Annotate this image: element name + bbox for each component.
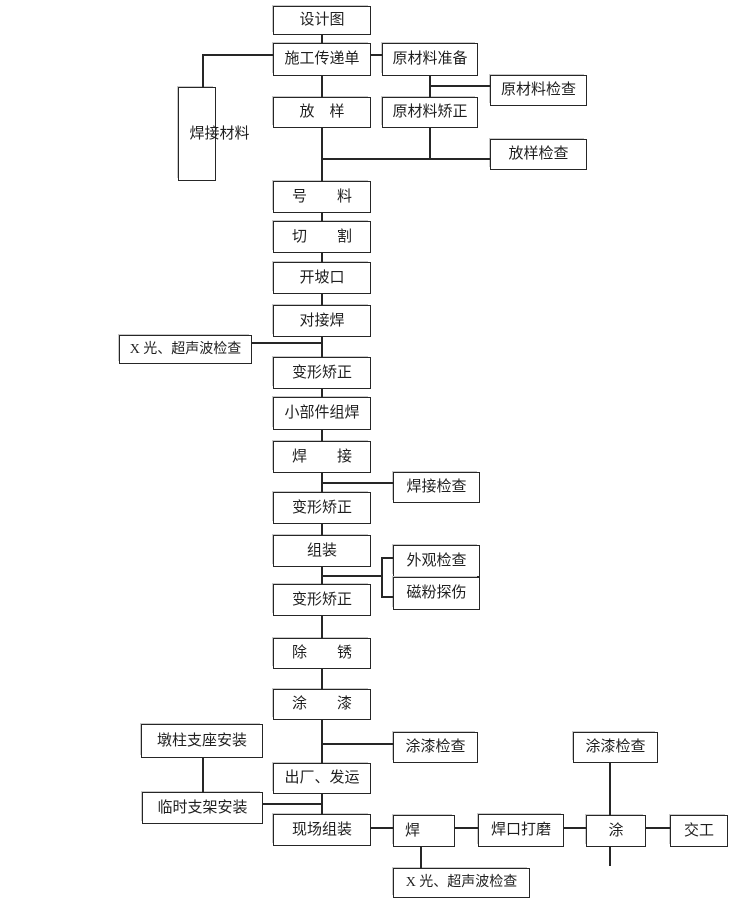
- connector-fieldweld-xray2: [420, 846, 422, 869]
- flow-node-butt-weld: 对接焊: [273, 305, 371, 337]
- flow-node-paint-inspect-2: 涂漆检查: [573, 732, 658, 763]
- connector-tempbracket-branch: [263, 803, 322, 805]
- connector-deform2-assembly: [321, 523, 323, 536]
- flow-node-handover: 交工: [670, 815, 728, 847]
- flow-node-assembly: 组装: [273, 535, 371, 567]
- connector-rawcorrect-join: [429, 127, 431, 160]
- connector-rawjoin-rawinspect: [429, 85, 490, 87]
- flow-node-field-paint: 涂: [586, 815, 646, 847]
- flow-node-shipment: 出厂、发运: [273, 763, 371, 794]
- connector-transfer-lofting: [321, 75, 323, 98]
- connector-rust-painting: [321, 668, 323, 690]
- connector-site-fieldweld: [370, 827, 394, 829]
- connector-marking-cutting: [321, 212, 323, 222]
- flow-node-welding: 焊 接: [273, 441, 371, 473]
- connector-shipment-site: [321, 793, 323, 815]
- connector-bracket-visualinspect: [381, 557, 394, 559]
- connector-smallparts-welding: [321, 429, 323, 442]
- flow-node-small-parts: 小部件组焊: [273, 397, 371, 430]
- flow-node-temp-bracket: 临时支架安装: [142, 792, 263, 824]
- connector-pier-tempbracket: [202, 757, 204, 793]
- flow-node-lofting: 放 样: [273, 97, 371, 128]
- flow-node-site-assembly: 现场组装: [273, 814, 371, 846]
- flow-node-beveling: 开坡口: [273, 262, 371, 294]
- flow-node-paint-inspect-1: 涂漆检查: [393, 732, 478, 763]
- connector-inspect-bracket: [381, 557, 383, 598]
- connector-beveling-buttweld: [321, 293, 323, 306]
- connector-buttweld-deform1: [321, 336, 323, 358]
- flow-node-transfer: 施工传递单: [273, 43, 371, 76]
- flow-node-cutting: 切 割: [273, 221, 371, 253]
- connector-fieldweld-grinding: [454, 827, 479, 829]
- flow-node-visual-inspect: 外观检查: [393, 545, 480, 577]
- flow-node-raw-inspect: 原材料检查: [490, 75, 587, 106]
- connector-painting-shipment: [321, 719, 323, 764]
- flow-node-weld-inspect: 焊接检查: [393, 472, 480, 503]
- connector-deform3-rust: [321, 615, 323, 639]
- flow-node-deform-correct-2: 变形矫正: [273, 492, 371, 524]
- connector-loftjoin-loftinspect: [321, 158, 490, 160]
- connector-transfer-weld-material: [202, 55, 204, 88]
- connector-cutting-beveling: [321, 252, 323, 263]
- flow-node-field-weld: 焊: [393, 815, 455, 847]
- flow-node-raw-prep: 原材料准备: [382, 43, 478, 76]
- connector-weldmaterial-branch: [202, 54, 273, 56]
- flow-node-deform-correct-3: 变形矫正: [273, 584, 371, 616]
- flow-node-lofting-inspect: 放样检查: [490, 139, 587, 170]
- connector-weldinspect-branch: [321, 482, 393, 484]
- connector-design-transfer: [321, 35, 323, 44]
- flow-node-marking: 号 料: [273, 181, 371, 213]
- connector-transfer-rawprep: [370, 54, 382, 56]
- flow-node-weld-grinding: 焊口打磨: [478, 814, 564, 847]
- flow-node-design: 设计图: [273, 6, 371, 35]
- connector-deform1-smallparts: [321, 388, 323, 398]
- connector-xray1-branch: [251, 342, 322, 344]
- connector-fieldpaint-handover: [645, 827, 671, 829]
- flow-node-weld-material: 焊接材料: [178, 87, 250, 181]
- flow-node-magnetic-test: 磁粉探伤: [393, 577, 480, 610]
- flow-node-pier-support: 墩柱支座安装: [141, 724, 263, 758]
- flow-node-deform-correct-1: 变形矫正: [273, 357, 371, 389]
- flow-node-painting: 涂 漆: [273, 689, 371, 720]
- connector-paintinspect1-branch: [321, 743, 393, 745]
- connector-fieldpaint-tail: [609, 846, 611, 866]
- flow-node-xray-inspect-2: X 光、超声波检查: [393, 868, 530, 898]
- flow-node-xray-inspect-1: X 光、超声波检查: [119, 335, 252, 364]
- connector-bracket-magnetictest: [381, 596, 394, 598]
- connector-grinding-fieldpaint: [563, 827, 587, 829]
- connector-assembly-bracket: [321, 575, 382, 577]
- flow-node-rust-removal: 除 锈: [273, 638, 371, 669]
- connector-lofting-marking: [321, 127, 323, 182]
- weld-material-label: 焊接材料: [189, 125, 250, 142]
- flow-node-raw-correct: 原材料矫正: [382, 97, 478, 128]
- connector-paintinspect2-fieldpaint: [609, 762, 611, 816]
